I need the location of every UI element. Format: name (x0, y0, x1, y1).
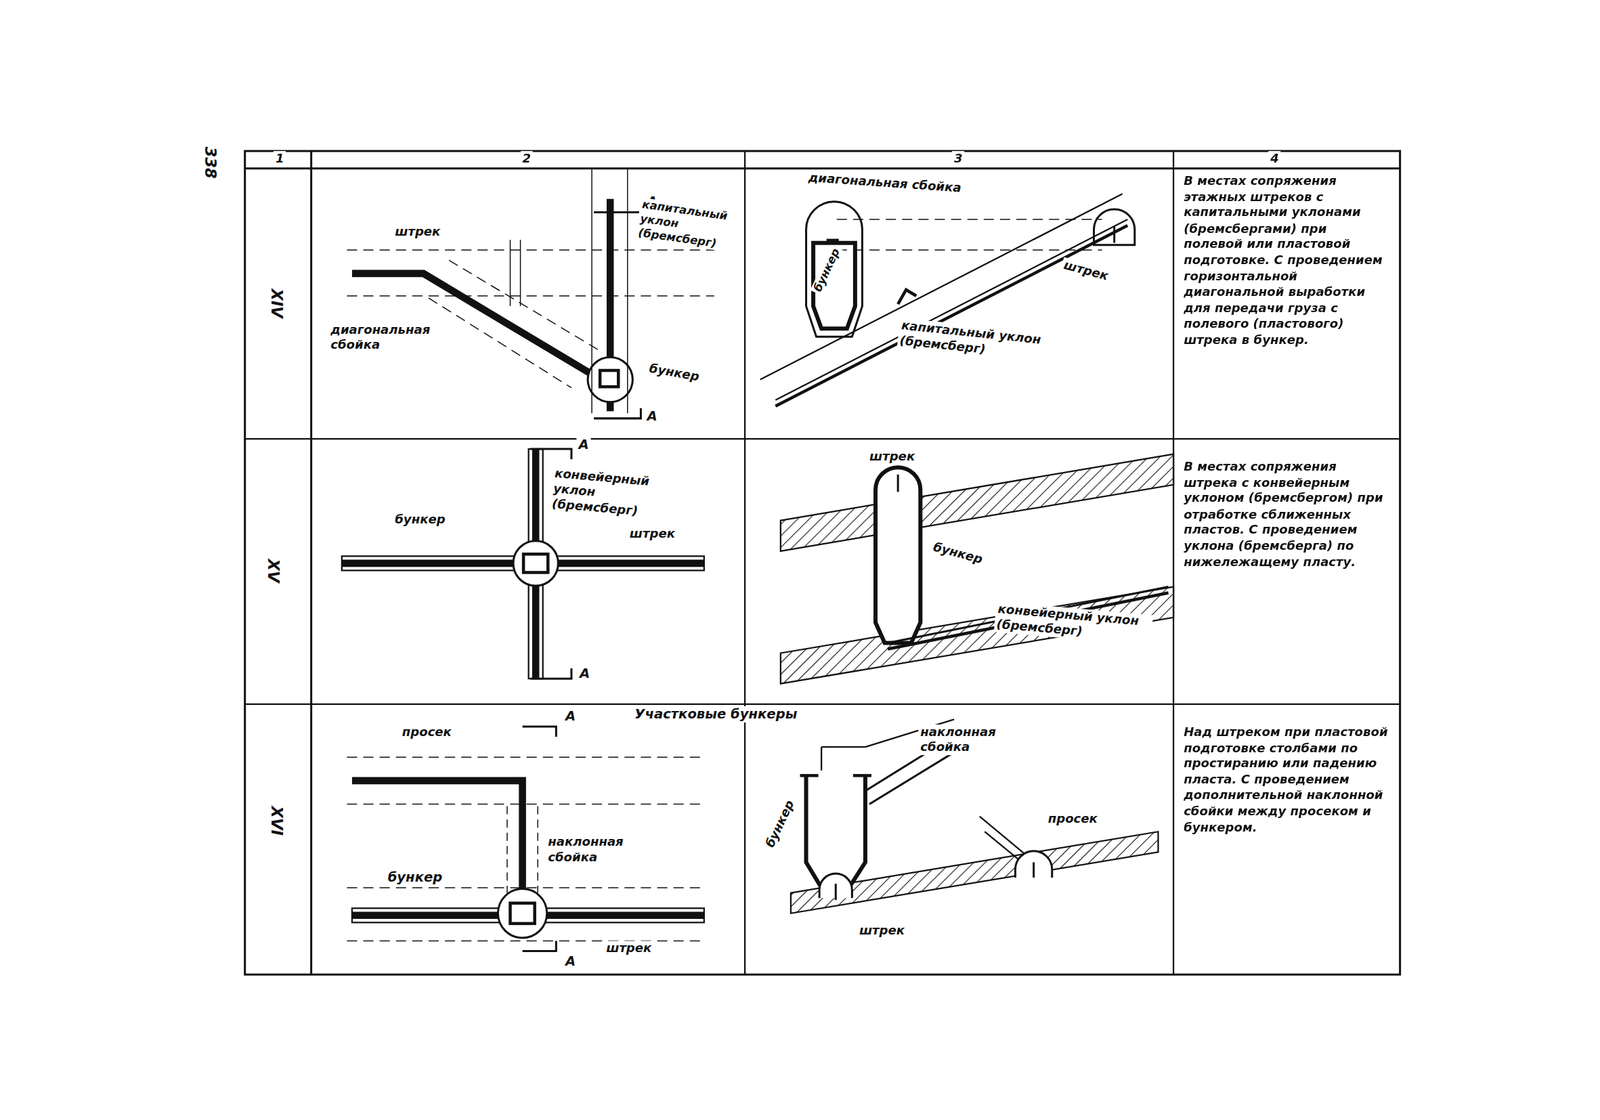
part-label: просек (1046, 811, 1100, 827)
row-number: XIV (266, 286, 286, 320)
section-title: Участковые бункеры (632, 706, 799, 723)
part-label: наклонная сбойка (918, 724, 1045, 755)
section-mark: А (563, 953, 578, 970)
part-label: штрек (603, 940, 654, 957)
part-label: штрек (392, 224, 443, 241)
part-label: конвейерный уклон (бремсберг) (549, 465, 685, 524)
part-label: штрек (867, 448, 917, 465)
note-text: В местах сопряжения штрека с конвейерным… (1181, 459, 1392, 571)
part-label: диагональная сбойка (805, 169, 964, 197)
note-text: Над штреком при пластовой подготовке сто… (1181, 724, 1392, 837)
part-label: капитальный уклон (бремсберг) (635, 197, 739, 254)
note-text: В местах сопряжения этажных штреков с ка… (1181, 173, 1392, 349)
column-number: 1 (273, 150, 287, 167)
part-label: бункер (392, 512, 447, 529)
part-label: бункер (645, 360, 703, 386)
part-label: бункер (385, 869, 445, 886)
part-label: капитальный уклон (бремсберг) (897, 317, 1108, 370)
column-number: 3 (952, 150, 965, 167)
column-number: 2 (520, 150, 534, 167)
part-label: штрек (857, 923, 907, 940)
part-label: штрек (1060, 257, 1113, 286)
section-mark: А (644, 408, 659, 425)
part-label: бункер (929, 538, 987, 569)
column-number: 4 (1268, 150, 1282, 167)
part-label: наклонная сбойка (545, 834, 653, 866)
section-mark: А (563, 708, 578, 725)
part-label: бункер (761, 796, 799, 852)
section-mark: А (576, 436, 591, 453)
section-mark: А (577, 665, 592, 682)
page-number: 338 (200, 144, 220, 181)
row-number: XVI (266, 804, 286, 838)
part-label: штрек (627, 526, 678, 543)
row-number: XV (263, 557, 283, 586)
part-label: просек (400, 724, 454, 741)
part-label: диагональная сбойка (328, 322, 443, 353)
